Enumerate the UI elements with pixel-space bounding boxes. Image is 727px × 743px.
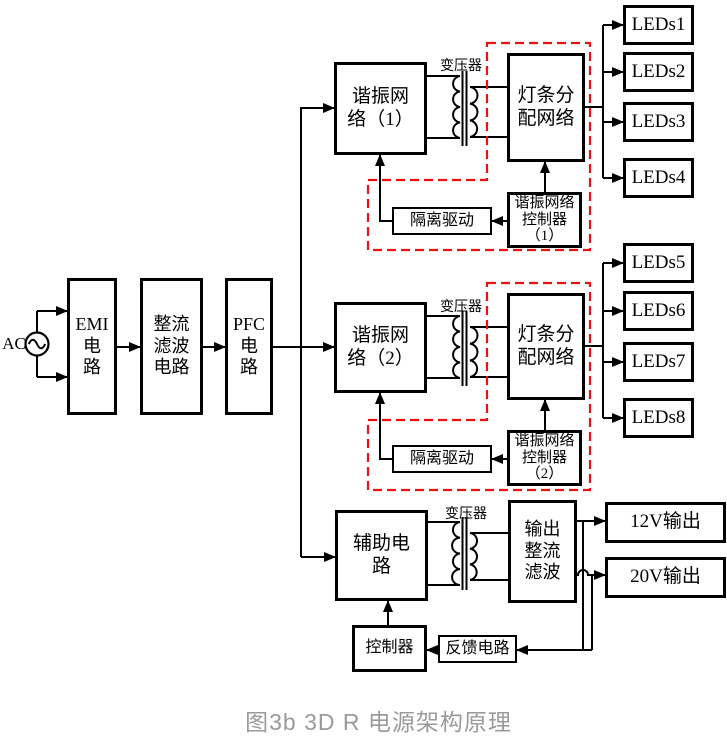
block-pfc: PFC 电 路 [225, 278, 273, 415]
block-leds5: LEDs5 [623, 243, 694, 283]
transformer-3 [428, 517, 508, 590]
transformer-1-label: 变压器 [440, 59, 482, 74]
transformer-2-label: 变压器 [440, 300, 482, 315]
block-resonant-network-2: 谐振网 络（2） [334, 302, 427, 393]
output-feedback-wires [383, 516, 606, 655]
block-lamp-distribution-2: 灯条分 配网络 [507, 293, 585, 400]
transformer-2 [427, 311, 507, 386]
block-resonant-controller-2: 谐振网络 控制器 （2） [507, 430, 582, 486]
led-bus-2 [585, 258, 624, 423]
block-isolation-drive-1: 隔离驱动 [392, 207, 492, 235]
block-20v-output: 20V输出 [605, 557, 726, 598]
block-isolation-drive-2: 隔离驱动 [392, 445, 492, 473]
dc-bus [300, 103, 336, 562]
block-leds1: LEDs1 [623, 5, 694, 45]
block-leds8: LEDs8 [623, 398, 694, 438]
block-feedback-circuit: 反馈电路 [438, 635, 517, 663]
transformer-3-label: 变压器 [445, 507, 487, 522]
led-bus-1 [585, 20, 624, 183]
block-lamp-distribution-1: 灯条分 配网络 [507, 53, 585, 162]
block-auxiliary-circuit: 辅助电 路 [335, 510, 428, 601]
block-leds4: LEDs4 [623, 158, 694, 198]
block-output-rectifier-filter: 输出 整流 滤波 [508, 500, 577, 603]
block-resonant-controller-1: 谐振网络 控制器 （1） [507, 192, 582, 248]
figure-caption: 图3b 3D R 电源架构原理 [245, 709, 512, 735]
ac-source-symbol [24, 306, 68, 382]
transformer-1 [427, 71, 507, 146]
block-resonant-network-1: 谐振网 络（1） [334, 62, 427, 155]
block-leds3: LEDs3 [623, 102, 694, 142]
block-12v-output: 12V输出 [605, 502, 726, 543]
ac-source-label: AC [2, 334, 26, 353]
block-rectifier-filter: 整流 滤波 电路 [140, 278, 203, 415]
block-emi: EMI 电 路 [67, 278, 117, 415]
block-controller: 控制器 [352, 625, 427, 672]
block-leds2: LEDs2 [623, 52, 694, 92]
block-leds6: LEDs6 [623, 291, 694, 331]
block-leds7: LEDs7 [623, 342, 694, 382]
